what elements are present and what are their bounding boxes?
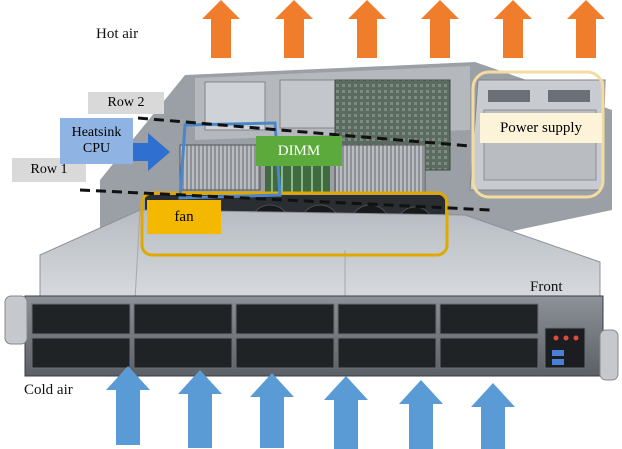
heatsink-outline xyxy=(178,121,282,200)
cold-air-label: Cold air xyxy=(24,382,73,398)
heatsinks xyxy=(179,144,426,194)
up-arrow-icon xyxy=(348,0,386,58)
dimm-label: DIMM xyxy=(256,136,342,166)
power-supply-label: Power supply xyxy=(480,113,602,143)
up-arrow-icon xyxy=(106,366,150,445)
hot-air-label: Hot air xyxy=(96,26,139,42)
up-arrow-icon xyxy=(471,383,515,449)
row2-label: Row 2 xyxy=(88,92,164,114)
up-arrow-icon xyxy=(178,370,222,448)
heatsink-cpu-label: Heatsink CPU xyxy=(60,118,133,164)
left-arrow-icon xyxy=(130,133,170,171)
up-arrow-icon xyxy=(324,376,368,449)
row2-line xyxy=(137,116,471,148)
row1-line xyxy=(79,188,491,212)
up-arrow-icon xyxy=(494,0,532,58)
front-panel xyxy=(4,295,619,381)
up-arrow-icon xyxy=(275,0,313,58)
cpu-text: CPU xyxy=(82,141,111,156)
heatsink-text: Heatsink xyxy=(71,125,122,140)
up-arrow-icon xyxy=(567,0,605,58)
fan-outline xyxy=(140,191,449,257)
up-arrow-icon xyxy=(202,0,240,58)
front-label: Front xyxy=(530,279,563,295)
row1-label: Row 1 xyxy=(12,158,86,182)
up-arrow-icon xyxy=(250,373,294,448)
up-arrow-icon xyxy=(399,380,443,449)
hot-air-arrows xyxy=(202,0,605,58)
cold-air-arrows xyxy=(106,366,515,449)
up-arrow-icon xyxy=(421,0,459,58)
fan-label: fan xyxy=(147,200,221,234)
power-supply-outline xyxy=(471,70,605,199)
